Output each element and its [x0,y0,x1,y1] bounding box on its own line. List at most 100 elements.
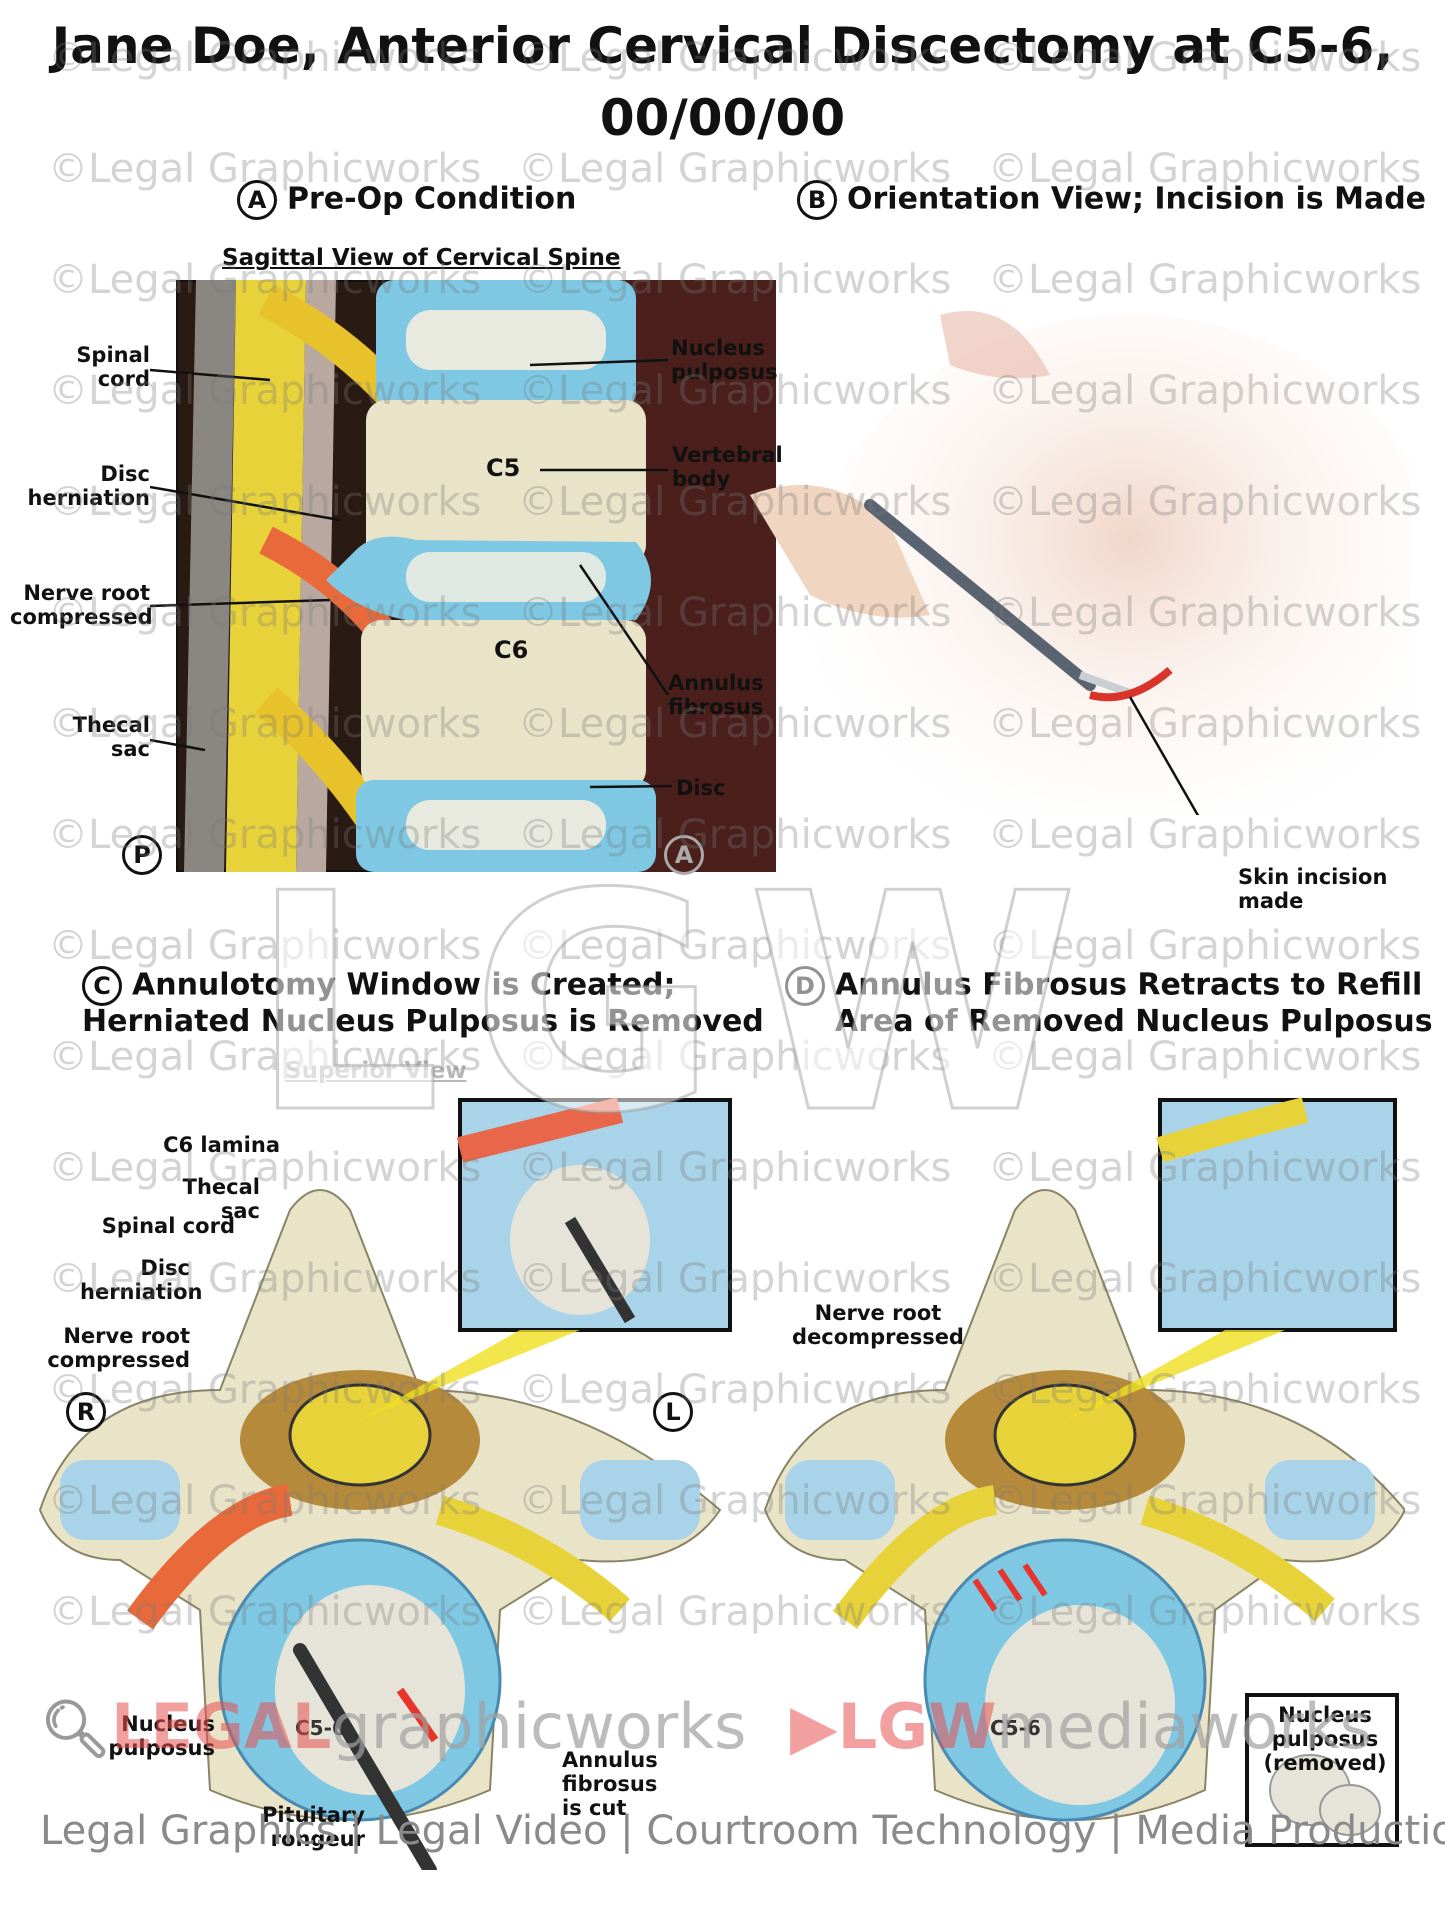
neck-skin [810,315,1410,815]
inset-c-rongeur [564,1216,636,1324]
panel-c-heading: C Annulotomy Window is Created; [82,966,676,1006]
scalpel-handle [864,499,1096,691]
logo-graphicworks: graphicworks [331,1690,747,1763]
panel-a-heading: A Pre-Op Condition [237,180,576,220]
label-nucleus-removed: Nucleus pulposus (removed) [1263,1703,1387,1775]
foramen-right-d [1265,1460,1375,1540]
orient-l-badge: L [653,1392,693,1432]
label-nerve-root-decompressed: Nerve root decompressed [792,1301,964,1349]
panel-b-heading-text: Orientation View; Incision is Made [847,181,1427,217]
label-spinal-cord: Spinal cord [76,343,150,391]
panel-c-heading-line2: Herniated Nucleus Pulposus is Removed [82,1004,764,1039]
watermark-text: ©Legal Graphicworks [518,1034,952,1080]
disc-nucleus [275,1585,465,1795]
orient-p-badge: P [122,835,162,875]
panel-c-heading-line1: Annulotomy Window is Created; [132,967,676,1003]
thecal-sac-wall [184,280,236,872]
arrow-d-3 [1022,1563,1048,1597]
play-icon: ▶︎ [790,1690,838,1763]
foramen-left [60,1460,180,1540]
orient-a-badge: A [664,835,704,875]
chin [940,311,1050,379]
nerve-root-right [435,1495,630,1622]
label-thecal-sac: Thecal sac [72,713,150,761]
panel-b-heading: B Orientation View; Incision is Made [797,180,1426,220]
spinal-cord-shape [226,280,306,872]
panel-a-badge: A [237,180,277,220]
panel-d-badge: D [785,966,825,1006]
panel-d-heading-line1: Annulus Fibrosus Retracts to Refill [835,967,1423,1003]
foramen-left-d [785,1460,895,1540]
lgw-mediaworks-logo: ▶︎LGWmediaworks [790,1690,1372,1763]
logo-mediaworks: mediaworks [996,1690,1372,1763]
panel-d-heading-line2: Area of Removed Nucleus Pulposus [835,1004,1433,1039]
label-rongeur: Pituitary rongeur [261,1803,365,1851]
watermark-text: ©Legal Graphicworks [48,923,482,969]
panel-a-heading-text: Pre-Op Condition [287,181,577,217]
panel-c-subtitle: Superior View [285,1058,467,1084]
label-annulus-fibrosus: Annulus fibrosus [668,671,764,719]
logo-lgw: LGW [837,1690,997,1763]
pituitary-rongeur-shape [293,1643,437,1870]
nucleus-lower [406,800,606,850]
inset-d-nerve [1156,1097,1309,1163]
superior-view-c-illustration: C5-6 [38,1097,732,1870]
label-vertebral-body: Vertebral body [672,443,783,491]
label-c56-d: C5-6 [990,1716,1041,1740]
removed-fragment-2 [1319,1784,1381,1836]
zoom-beam-d [1065,1330,1285,1420]
nerve-root-decompressed-shape [832,1485,998,1629]
panel-a-subtitle: Sagittal View of Cervical Spine [222,245,621,271]
magnifier-icon: 🔍︎ [40,1697,112,1762]
arrow-red-1 [396,1687,439,1743]
nucleus-middle [406,552,606,602]
spinal-cord-cross-d [993,1383,1137,1487]
foramen-right [580,1460,700,1540]
arrow-d-1 [972,1578,998,1612]
label-skin-incision: Skin incision made [1238,865,1388,913]
disc-nucleus-d [985,1605,1175,1805]
legal-graphicworks-logo: 🔍︎LEGALgraphicworks [40,1690,746,1763]
leader-skin-incision [1128,696,1200,815]
label-c5: C5 [486,454,520,482]
page-title-line2: 00/00/00 [599,89,846,147]
label-disc-herniation: Disc herniation [27,462,150,510]
superior-view-d-illustration: C5-6 [763,1097,1405,1847]
orient-r-badge: R [66,1392,106,1432]
neck-incision-illustration [750,311,1410,815]
nucleus-upper [406,310,606,370]
label-disc: Disc [676,776,726,800]
label-thecal-sac-c: Thecal sac [182,1175,260,1223]
vertebra-c5 [366,400,646,565]
label-annulus-cut: Annulus fibrosus is cut [562,1748,658,1820]
inset-c-nerve [456,1097,624,1163]
label-nucleus-pulposus-c: Nucleus pulposus [108,1712,215,1760]
panel-d-heading: D Annulus Fibrosus Retracts to Refill [785,966,1422,1006]
watermark-text: ©Legal Graphicworks [988,1034,1422,1080]
spinal-cord-cross [288,1383,432,1487]
sagittal-spine-illustration: C5 C6 [176,280,776,872]
label-c6-lamina: C6 lamina [163,1133,280,1157]
watermark-text: ©Legal Graphicworks [988,923,1422,969]
hand [750,485,930,618]
panel-b-badge: B [797,180,837,220]
label-c56-c: C5-6 [295,1716,346,1740]
logo-legal: LEGAL [111,1690,332,1763]
label-spinal-cord-c: Spinal cord [101,1214,235,1238]
label-nerve-root-c: Nerve root compressed [47,1324,190,1372]
label-nerve-root-compressed: Nerve root compressed [10,581,153,629]
incision-line [1089,666,1173,702]
label-nucleus-pulposus: Nucleus pulposus [671,336,778,384]
page-title-line1: Jane Doe, Anterior Cervical Discectomy a… [51,17,1394,75]
watermark-text: ©Legal Graphicworks [518,923,952,969]
panel-c-badge: C [82,966,122,1006]
arrow-d-2 [997,1568,1023,1602]
footer-tagline: Legal Graphics | Legal Video | Courtroom… [40,1808,1445,1854]
label-c6: C6 [494,636,528,664]
label-disc-herniation-c: Disc herniation [80,1256,203,1304]
nerve-root-right-d [1140,1495,1335,1622]
nerve-root-compressed-cross [127,1484,293,1630]
vertebra-c6 [361,620,646,790]
zoom-beam-c [360,1330,580,1420]
scalpel-blade [1078,671,1132,697]
